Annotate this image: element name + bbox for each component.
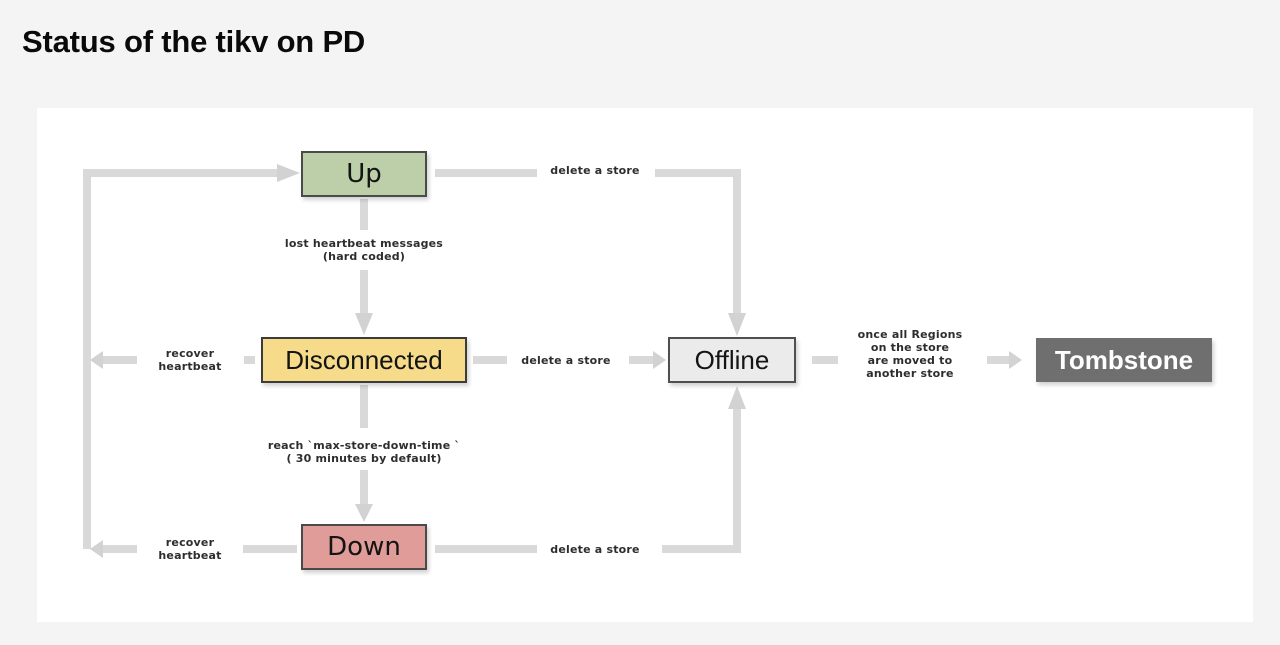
- node-down: Down: [301, 524, 427, 570]
- arrow-offline-to-tombstone: [812, 351, 1022, 369]
- edge-label-down-delete-store: delete a store: [550, 543, 640, 556]
- edge-label-lost-heartbeat: lost heartbeat messages (hard coded): [284, 237, 444, 263]
- arrow-up-to-disconnected: [355, 199, 373, 335]
- arrow-down-to-offline: [435, 386, 746, 553]
- arrow-rail-to-up: [83, 164, 300, 549]
- node-disconnected: Disconnected: [261, 337, 467, 383]
- node-tombstone: Tombstone: [1036, 338, 1212, 382]
- diagram-panel: Up Disconnected Down Offline Tombstone d…: [37, 108, 1253, 622]
- page-title: Status of the tikv on PD: [22, 24, 366, 59]
- node-up: Up: [301, 151, 427, 197]
- edge-label-disconnected-delete-store: delete a store: [521, 354, 611, 367]
- diagram-arrows: [83, 164, 1022, 558]
- edge-label-recover-heartbeat-mid: recover heartbeat: [158, 347, 222, 373]
- edge-label-once-all-regions: once all Regions on the store are moved …: [857, 328, 963, 380]
- arrow-disconnected-to-offline: [473, 351, 666, 369]
- arrow-up-to-offline: [435, 169, 746, 336]
- node-offline: Offline: [668, 337, 796, 383]
- arrow-down-to-rail: [90, 540, 297, 558]
- arrow-disconnected-to-down: [355, 385, 373, 522]
- edge-label-recover-heartbeat-bottom: recover heartbeat: [158, 536, 222, 562]
- edge-label-up-delete-store: delete a store: [550, 164, 640, 177]
- edge-label-reach-max-store-down-time: reach `max-store-down-time ` ( 30 minute…: [267, 439, 461, 465]
- arrow-disconnected-to-rail: [90, 351, 255, 369]
